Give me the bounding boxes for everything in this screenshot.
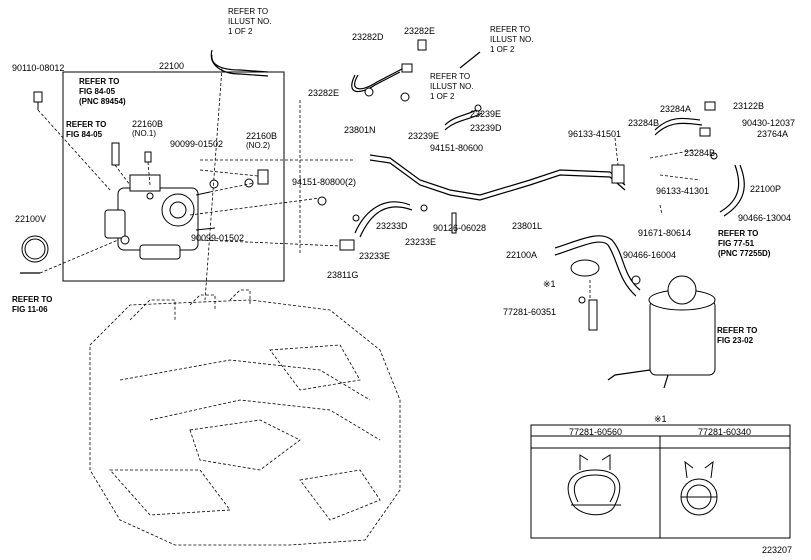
label-90110-08012: 90110-08012	[12, 63, 65, 73]
washer-90099-b	[244, 178, 254, 188]
hose-23284a	[654, 117, 701, 131]
union-23811g	[339, 239, 355, 251]
bolt-90110	[33, 91, 43, 103]
label-23764a: 23764A	[757, 129, 789, 139]
pressure-sensor-part	[111, 142, 120, 166]
o-ring-22100v	[21, 235, 49, 263]
label-91671-80614: 91671-80614	[638, 228, 692, 238]
label-90099-01502-a: 90099-01502	[170, 139, 224, 149]
sensor-22160b-no2	[257, 169, 269, 185]
label-94151-80600: 94151-80600	[430, 143, 484, 153]
sensor-22160b-no1	[144, 151, 152, 163]
fuel-supply-pump	[104, 174, 216, 260]
label-23284a: 23284A	[660, 104, 692, 114]
label-ref-fig-23-02: REFER TO FIG 23-02	[717, 326, 758, 345]
label-94151-80800: 94151-80800(2)	[292, 177, 357, 187]
label-23801l: 23801L	[512, 221, 543, 231]
label-22100: 22100	[159, 61, 185, 71]
clamp-23282e-top	[417, 39, 427, 51]
label-23122b: 23122B	[733, 101, 765, 111]
pump-detail-box	[62, 71, 285, 282]
label-23282e-left: 23282E	[308, 88, 340, 98]
label-90466-13004: 90466-13004	[738, 213, 792, 223]
label-90430-12037: 90430-12037	[742, 118, 796, 128]
label-22160b-no2: 22160B (NO.2)	[246, 131, 278, 150]
leader-lines	[37, 67, 701, 305]
label-23239e-a: 23239E	[470, 109, 502, 119]
label-23233e-b: 23233E	[359, 251, 391, 261]
label-23284b-a: 23284B	[628, 118, 660, 128]
washer-90099-a	[209, 179, 219, 189]
label-23811g: 23811G	[327, 270, 359, 280]
label-23239e-b: 23239E	[408, 131, 440, 141]
inset-header-77281-60340: 77281-60340	[698, 427, 752, 437]
fuel-pipe-23801l	[369, 154, 626, 201]
hose-22100p	[719, 164, 740, 213]
label-ref-fig-84-05-b: REFER TO FIG 84-05	[66, 120, 107, 139]
label-ref-illust-1: REFER TO ILLUST NO. 1 OF 2	[228, 7, 272, 36]
clip-77281-60560	[567, 454, 621, 516]
label-90099-01502-b: 90099-01502	[191, 233, 245, 243]
label-22100a: 22100A	[506, 250, 538, 260]
label-23233d: 23233D	[376, 221, 408, 231]
label-77281-60351: 77281-60351	[503, 307, 557, 317]
label-23284b-b: 23284B	[684, 148, 716, 158]
label-23233e-a: 23233E	[405, 237, 437, 247]
fuel-filter	[607, 275, 716, 389]
clamp-23282e-left	[364, 87, 374, 97]
label-ref-fig-77-51: REFER TO FIG 77-51 (PNC 77255D)	[718, 229, 771, 258]
clip-77281-60340	[680, 460, 718, 516]
label-ref-illust-2: REFER TO ILLUST NO. 1 OF 2	[490, 25, 534, 54]
diagram-id: 223207	[762, 545, 793, 555]
label-ref-fig-11-06: REFER TO FIG 11-06	[12, 295, 53, 314]
label-22100v: 22100V	[15, 214, 47, 224]
label-22100p: 22100P	[750, 184, 782, 194]
label-23239d: 23239D	[470, 123, 502, 133]
inset-header-77281-60560: 77281-60560	[569, 427, 623, 437]
engine-block	[89, 289, 401, 546]
hose-23282d	[351, 71, 401, 93]
label-96133-41301: 96133-41301	[656, 186, 710, 196]
label-90126-06028: 90126-06028	[433, 223, 487, 233]
label-23282d: 23282D	[352, 32, 384, 42]
hose-22100a	[554, 235, 641, 291]
clip-inset-box	[530, 424, 791, 539]
note-marker-1: ※1	[543, 279, 556, 289]
label-22160b-no1: 22160B (NO.1)	[132, 119, 164, 138]
hose-23233d	[354, 201, 411, 234]
label-23282e-top: 23282E	[404, 26, 436, 36]
label-90466-16004: 90466-16004	[623, 250, 677, 260]
label-96133-41501: 96133-41501	[568, 129, 622, 139]
label-23801n: 23801N	[344, 125, 376, 135]
inset-note-marker: ※1	[654, 414, 667, 424]
label-ref-illust-3: REFER TO ILLUST NO. 1 OF 2	[430, 72, 474, 101]
label-ref-fig-84-05-a: REFER TO FIG 84-05 (PNC 89454)	[79, 77, 126, 106]
